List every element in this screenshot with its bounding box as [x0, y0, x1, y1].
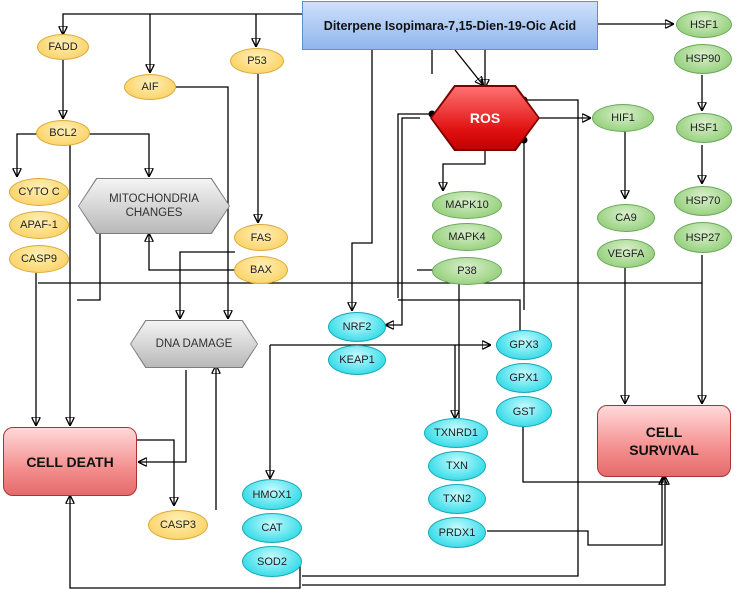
hsf1-top-label: HSF1	[689, 18, 719, 31]
aif-label: AIF	[141, 81, 159, 93]
gst-node: GST	[496, 396, 552, 427]
ca9-label: CA9	[615, 212, 637, 224]
cat-label: CAT	[261, 522, 283, 534]
mapk10-node: MAPK10	[432, 191, 502, 219]
dna-damage-label: DNA DAMAGE	[155, 338, 233, 350]
edge-p38-txnrd1	[417, 269, 460, 418]
gst-label: GST	[512, 405, 536, 418]
ca9-node: CA9	[597, 204, 655, 232]
vegfa-label: VEGFA	[607, 247, 645, 260]
keap1-label: KEAP1	[339, 354, 375, 366]
p38-node: P38	[432, 257, 502, 285]
hmox1-label: HMOX1	[252, 488, 292, 501]
txn2-label: TXN2	[442, 493, 472, 505]
fas-label: FAS	[250, 231, 272, 244]
cell-survival-node: CELL SURVIVAL	[597, 405, 731, 477]
hsf1-mid-node: HSF1	[676, 113, 732, 143]
edge-bax-mito	[149, 234, 241, 271]
edge-ros-nrf2	[386, 117, 420, 325]
txn-label: TXN	[446, 460, 468, 472]
mitochondria-changes-node: MITOCHONDRIA CHANGES	[79, 179, 229, 233]
edge-bcl2-mito	[86, 133, 149, 176]
edge-ros-prdx	[398, 299, 521, 340]
edge-fas-dna	[180, 251, 235, 318]
hsp27-label: HSP27	[685, 231, 721, 244]
prdx1-node: PRDX1	[428, 517, 486, 548]
vegfa-node: VEGFA	[597, 239, 655, 268]
fas-node: FAS	[234, 224, 288, 251]
hif1-node: HIF1	[592, 104, 654, 132]
mapk10-label: MAPK10	[445, 199, 489, 211]
fadd-node: FADD	[37, 34, 89, 60]
cytoc-node: CYTO C	[9, 178, 69, 206]
hsp90-node: HSP90	[674, 44, 732, 74]
ros-node: ROS	[432, 87, 538, 149]
edge-dna-death	[139, 370, 187, 462]
edge-source-ros	[454, 49, 483, 85]
edge-source-nrf2	[352, 50, 373, 310]
fadd-label: FADD	[48, 41, 78, 53]
nrf2-label: NRF2	[342, 321, 372, 333]
edge-ros-mapk	[443, 150, 486, 190]
hmox1-node: HMOX1	[242, 479, 302, 510]
ros-label: ROS	[469, 110, 501, 126]
bcl2-label: BCL2	[49, 127, 77, 139]
source-compound-node: Diterpene Isopimara-7,15-Dien-19-Oic Aci…	[302, 1, 598, 50]
casp9-label: CASP9	[20, 253, 58, 265]
hsf1-mid-label: HSF1	[689, 122, 719, 134]
bax-label: BAX	[249, 264, 272, 276]
mapk4-label: MAPK4	[448, 231, 486, 243]
mitochondria-changes-label: MITOCHONDRIA CHANGES	[109, 193, 199, 219]
apaf1-label: APAF-1	[20, 219, 58, 231]
edge-sod2-survival	[302, 477, 665, 586]
casp3-label: CASP3	[159, 519, 197, 531]
dna-damage-node: DNA DAMAGE	[131, 321, 257, 367]
txn-node: TXN	[428, 451, 486, 481]
p53-label: P53	[247, 55, 267, 67]
edge-bcl2-cytoc	[17, 133, 42, 176]
edge-source-fadd	[63, 13, 302, 34]
bcl2-node: BCL2	[36, 120, 90, 146]
mapk4-node: MAPK4	[432, 223, 502, 251]
cell-death-node: CELL DEATH	[3, 427, 137, 496]
cat-node: CAT	[242, 513, 302, 543]
p38-label: P38	[457, 265, 477, 277]
txnrd1-label: TXNRD1	[433, 427, 478, 439]
cytoc-label: CYTO C	[18, 186, 60, 198]
cell-death-label: CELL DEATH	[26, 453, 114, 470]
prdx1-label: PRDX1	[438, 526, 476, 539]
edge-aif-dna	[176, 86, 228, 318]
p53-node: P53	[230, 48, 284, 74]
hsp90-label: HSP90	[685, 53, 721, 65]
txnrd1-node: TXNRD1	[424, 418, 488, 448]
nrf2-node: NRF2	[328, 312, 386, 342]
gpx1-label: GPX1	[509, 372, 539, 384]
edge-sod2-death	[70, 496, 301, 589]
gpx3-node: GPX3	[496, 330, 552, 360]
hsp70-label: HSP70	[685, 195, 721, 207]
casp3-node: CASP3	[148, 510, 208, 540]
gpx1-node: GPX1	[496, 363, 552, 393]
casp9-node: CASP9	[9, 245, 69, 273]
hsf1-top-node: HSF1	[676, 11, 732, 38]
gpx3-label: GPX3	[509, 339, 539, 351]
hsp70-node: HSP70	[674, 186, 732, 216]
source-compound-label: Diterpene Isopimara-7,15-Dien-19-Oic Aci…	[323, 18, 577, 33]
sod2-node: SOD2	[242, 546, 302, 577]
bax-node: BAX	[234, 256, 288, 284]
hif1-label: HIF1	[611, 112, 635, 124]
txn2-node: TXN2	[428, 484, 486, 514]
apaf1-node: APAF-1	[9, 211, 69, 239]
hsp27-node: HSP27	[674, 222, 732, 253]
edge-prdx1-survival	[487, 478, 663, 546]
cell-survival-label: CELL SURVIVAL	[629, 424, 699, 458]
sod2-label: SOD2	[257, 555, 287, 568]
keap1-node: KEAP1	[328, 345, 386, 375]
edge-ros-dot-left	[397, 110, 436, 298]
aif-node: AIF	[124, 74, 176, 100]
edge-ros-dot-top	[302, 96, 579, 577]
